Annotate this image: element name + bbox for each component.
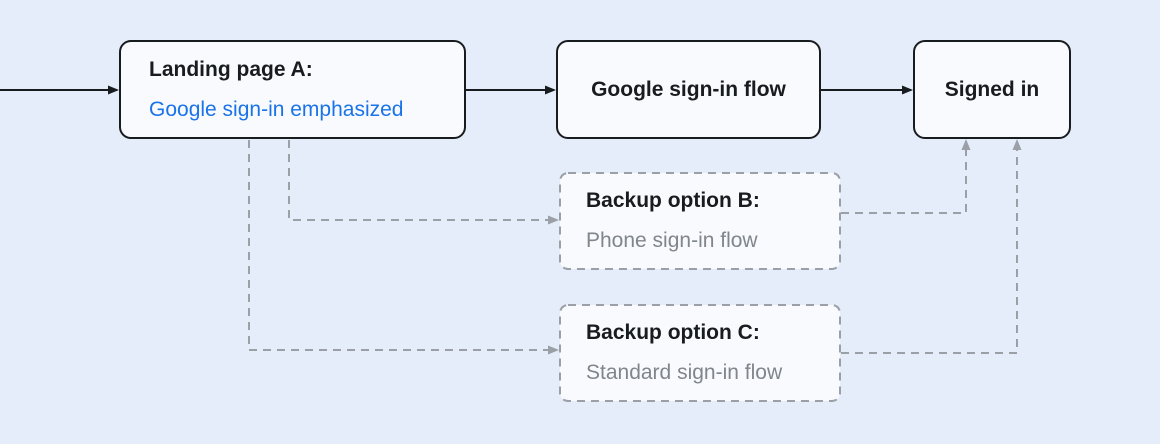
node-box-landing-a xyxy=(119,40,466,139)
node-box-backup-b xyxy=(559,172,841,270)
node-box-backup-c xyxy=(559,304,841,402)
edge-landing-a-to-backup-b xyxy=(288,140,559,225)
node-box-signed-in xyxy=(913,40,1071,139)
edge-backup-c-to-signed-in xyxy=(841,139,1022,354)
edge-backup-b-to-signed-in xyxy=(841,139,971,214)
edge-landing-a-to-backup-c xyxy=(248,140,559,355)
node-box-google-flow xyxy=(556,40,821,139)
